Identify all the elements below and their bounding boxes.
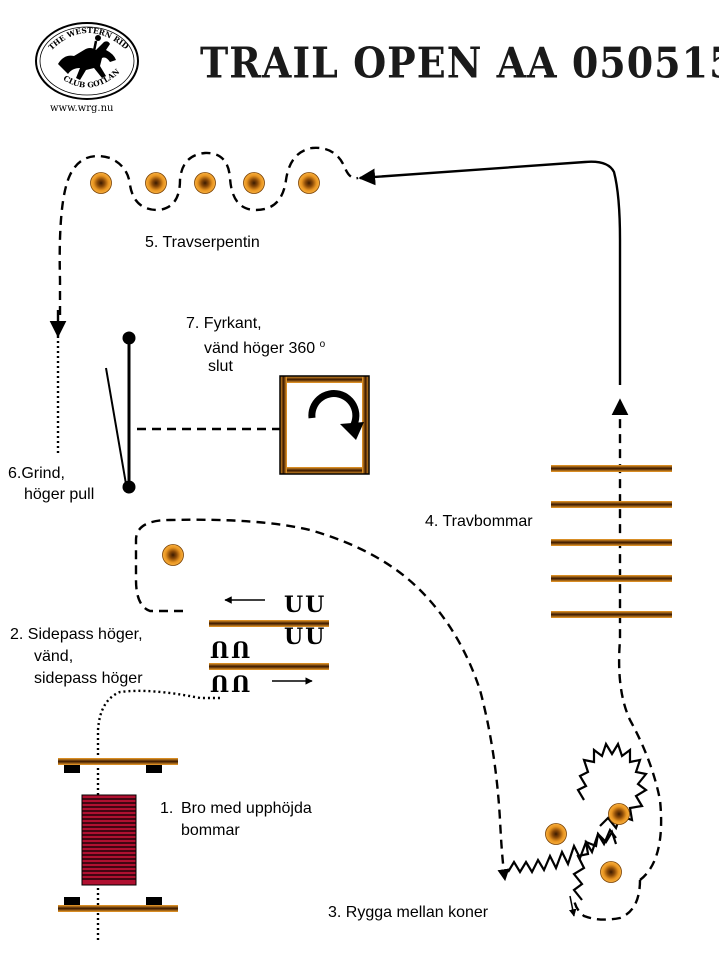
clockwise-turn-arrow-icon: [308, 390, 364, 440]
cone: [600, 861, 622, 883]
trot-pole: [551, 539, 672, 546]
loop-to-rygga-path: [134, 518, 510, 882]
cone: [90, 172, 112, 194]
sidepass-pole: [209, 620, 329, 627]
label-rygga: 3. Rygga mellan koner: [328, 904, 489, 921]
backup-arrow: [568, 895, 577, 917]
backup-zigzag-path: [572, 829, 618, 901]
trot-pole: [551, 465, 672, 472]
bridge-to-sidepass-dotted: [96, 689, 222, 940]
label-grind-line1: 6.Grind,: [8, 465, 65, 482]
label-fyrkant-line2: vänd höger 360 o: [204, 339, 326, 357]
label-fyrkant-line3: slut: [208, 358, 233, 375]
label-sidepass-line1: 2. Sidepass höger,: [10, 626, 143, 643]
trot-pole: [551, 611, 672, 618]
label-bro-number: 1.: [160, 800, 174, 817]
backup-zigzag-path: [576, 741, 648, 831]
bridge: [58, 758, 178, 912]
label-sidepass-line3: sidepass höger: [34, 670, 143, 687]
cone: [243, 172, 265, 194]
sidepass-pole: [209, 663, 329, 670]
label-travbommar: 4. Travbommar: [425, 513, 533, 530]
label-bro-line2: bommar: [181, 822, 240, 839]
cone: [545, 823, 567, 845]
cone: [608, 803, 630, 825]
travbommar-return-path: [358, 160, 622, 385]
square-box: [279, 375, 370, 475]
travbommar-dashed-path: [611, 398, 663, 881]
trot-pole: [551, 501, 672, 508]
page-title: TRAIL OPEN AA 050515: [200, 38, 719, 88]
cone: [194, 172, 216, 194]
label-sidepass-line2: vänd,: [34, 648, 74, 665]
backup-dashed-path: [572, 879, 642, 921]
serpentine-path: [58, 146, 359, 330]
cone: [298, 172, 320, 194]
label-grind-line2: höger pull: [24, 486, 95, 503]
label-fyrkant-line1: 7. Fyrkant,: [186, 315, 262, 332]
horse-rider-logo-icon: THE WESTERN RIDERS CLUB GOTLAND: [0, 0, 139, 100]
degree-mark: o: [319, 339, 326, 350]
label-travserpentin: 5. Travserpentin: [145, 234, 260, 251]
trot-pole: [551, 575, 672, 582]
gate: [105, 331, 136, 494]
logo-url: www.wrg.nu: [50, 103, 114, 114]
label-bro-line1: Bro med upphöjda: [181, 800, 312, 817]
hoof-marks-up: ՈՈ: [210, 638, 253, 664]
cone: [162, 544, 184, 566]
hoof-marks-down: UU: [284, 592, 327, 618]
hoof-marks-up: ՈՈ: [210, 672, 253, 698]
hoof-marks-down: UU: [284, 624, 327, 650]
cone: [145, 172, 167, 194]
